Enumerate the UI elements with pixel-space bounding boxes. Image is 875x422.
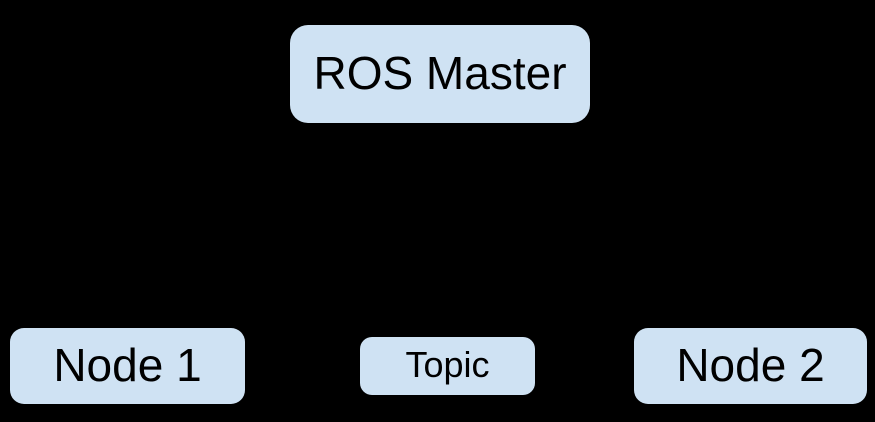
node-1-label: Node 1 — [53, 339, 202, 391]
ros-master-box: ROS Master — [290, 25, 590, 123]
node-2-box: Node 2 — [634, 328, 867, 404]
node-1-box: Node 1 — [10, 328, 245, 404]
topic-box: Topic — [360, 337, 535, 395]
ros-master-label: ROS Master — [313, 47, 567, 99]
topic-label: Topic — [405, 344, 490, 385]
node-2-label: Node 2 — [676, 339, 825, 391]
